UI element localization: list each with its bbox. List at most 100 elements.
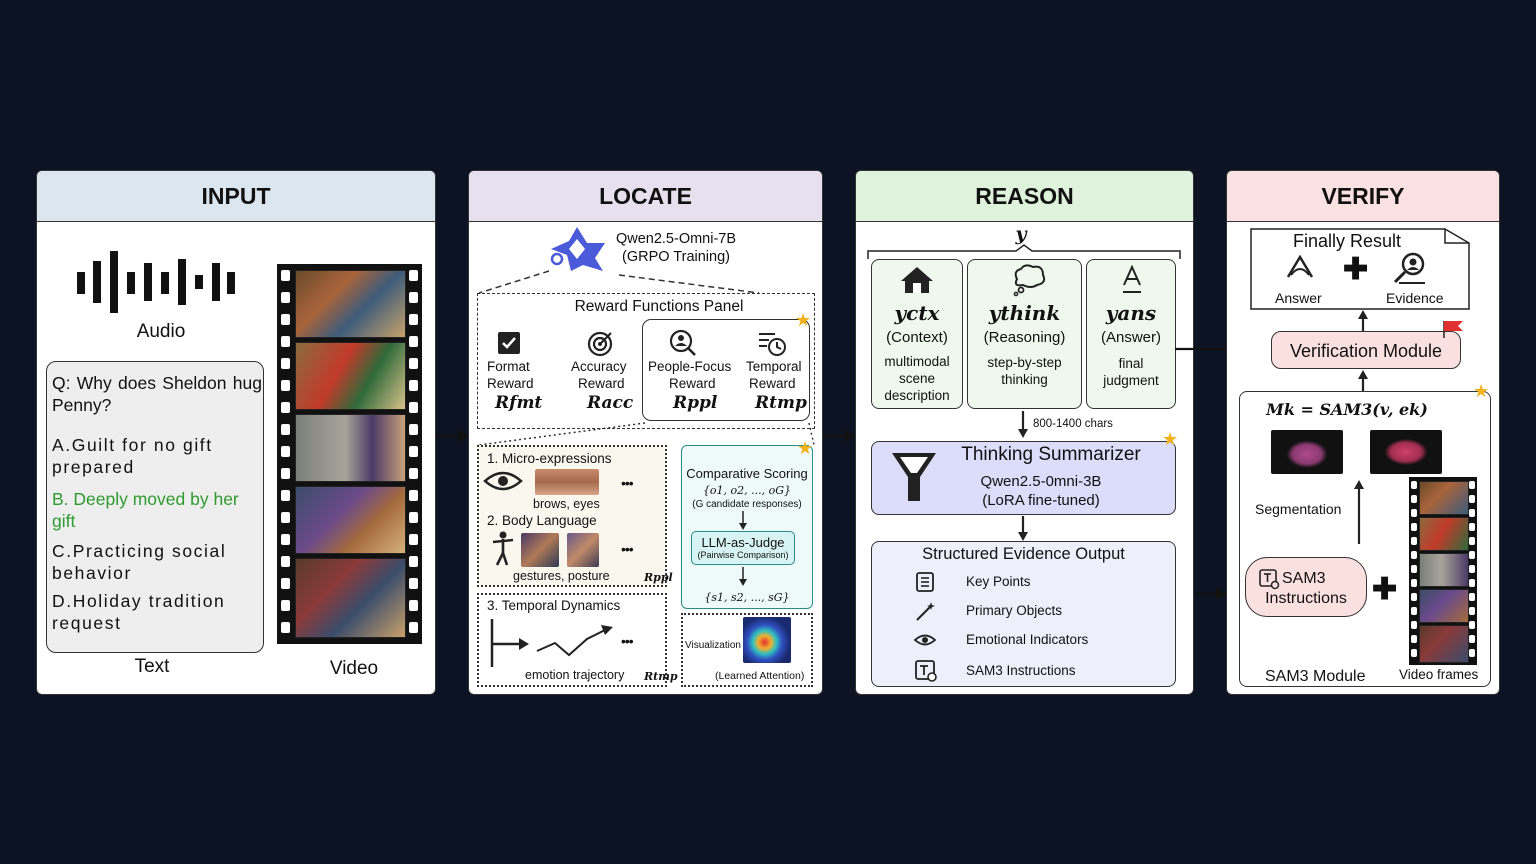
input-panel: INPUT Audio Q: Why does Sheldon hug Penn… <box>36 170 436 695</box>
zoom-lines <box>478 270 760 294</box>
verification-module: Verification Module <box>1271 331 1461 369</box>
plus-icon: ✚ <box>1343 253 1369 286</box>
segmentation-mask-image <box>1271 430 1343 474</box>
sam3-formula: Mk = SAM3(v, ek) <box>1266 400 1428 419</box>
output-brace <box>867 244 1181 259</box>
temporal-reward-symbol: Rtmp <box>755 393 807 413</box>
text-tool-icon <box>915 660 937 682</box>
summarizer-title: Thinking Summarizer <box>961 444 1141 465</box>
visualization-box <box>681 613 813 687</box>
model-name: Qwen2.5-Omni-7B <box>615 231 737 247</box>
video-frames-label: Video frames <box>1399 667 1479 682</box>
arrow-locate-to-reason <box>823 430 856 442</box>
ctx-name: (Context) <box>886 329 948 346</box>
video-frame <box>1419 481 1469 515</box>
accuracy-reward-symbol: Racc <box>587 393 634 413</box>
think-name: (Reasoning) <box>983 329 1066 346</box>
question-text: Q: Why does Sheldon hug Penny? <box>52 373 262 415</box>
think-desc-2: thinking <box>1001 372 1048 387</box>
emotion-trajectory-icon <box>490 619 613 667</box>
reasoning-box <box>967 259 1082 409</box>
video-frame <box>295 270 406 338</box>
temporal-dynamics-label: 3. Temporal Dynamics <box>487 598 621 613</box>
learned-attention-label: (Learned Attention) <box>715 670 805 682</box>
video-frame <box>1419 517 1469 551</box>
timer-list-icon <box>759 333 786 356</box>
star-icon: ★ <box>797 438 814 458</box>
eye-scan-icon <box>913 634 937 646</box>
ctx-desc-3: description <box>884 388 950 403</box>
y-symbol: y <box>1015 223 1027 245</box>
sam3-instructions-line-2: Instructions <box>1265 590 1347 607</box>
chars-note: 800-1400 chars <box>1033 418 1113 430</box>
input-title: INPUT <box>37 171 435 222</box>
house-icon <box>901 267 933 293</box>
option-b: B. Deeply moved by her gift <box>52 489 239 531</box>
thought-bubble-icon <box>1013 264 1046 297</box>
ellipsis: ••• <box>621 633 634 649</box>
seo-title: Structured Evidence Output <box>922 545 1125 563</box>
summarizer-ft: (LoRA fine-tuned) <box>982 492 1100 509</box>
reason-panel: REASON y yctx (Context) multimodal scene… <box>855 170 1194 695</box>
body-language-label: 2. Body Language <box>487 513 597 528</box>
evidence-search-icon <box>1393 252 1425 284</box>
magic-wand-icon <box>916 602 935 621</box>
answer-icon <box>1286 255 1314 278</box>
letter-a-icon <box>1123 265 1141 293</box>
sam3-instructions-box: SAM3 Instructions <box>1245 557 1367 617</box>
sam3-instructions-label: SAM3 Instructions <box>966 663 1076 678</box>
ans-symbol: yans <box>1105 301 1157 325</box>
verify-panel: VERIFY Finally Result Answer ✚ Evidence … <box>1226 170 1500 695</box>
final-result-label: Finally Result <box>1292 231 1402 251</box>
segmentation-mask-image <box>1370 430 1442 474</box>
eye-icon <box>483 471 523 491</box>
attention-heatmap-image <box>743 617 791 663</box>
answer-label: Answer <box>1275 290 1322 306</box>
llm-judge-label: LLM-as-Judge <box>701 535 785 550</box>
ans-name: (Answer) <box>1100 329 1161 346</box>
format-reward-label: Format <box>487 359 530 374</box>
comparative-scoring-box <box>681 445 813 609</box>
think-symbol: ythink <box>988 301 1061 325</box>
comparative-title: Comparative Scoring <box>686 466 808 481</box>
micro-caption: brows, eyes <box>533 497 600 511</box>
down-arrow-icon <box>739 511 747 530</box>
gesture-image <box>521 533 559 567</box>
candidate-set: {o1, o2, ..., oG} <box>702 484 792 497</box>
text-label: Text <box>134 656 170 677</box>
video-frame <box>295 414 406 482</box>
key-points-label: Key Points <box>966 574 1031 589</box>
target-icon <box>587 331 613 357</box>
star-icon: ★ <box>1473 381 1490 401</box>
reason-title: REASON <box>856 171 1193 222</box>
trajectory-caption: emotion trajectory <box>525 668 625 682</box>
star-icon: ★ <box>1162 429 1179 449</box>
ans-desc-1: final <box>1118 356 1144 371</box>
flag-icon <box>1443 321 1463 338</box>
sam3-instructions-line-1: SAM3 <box>1282 570 1326 587</box>
people-reward-label-2: Reward <box>669 376 716 391</box>
temporal-reward-label-2: Reward <box>749 376 796 391</box>
format-reward-label-2: Reward <box>487 376 534 391</box>
score-set: {s1, s2, ..., sG} <box>704 591 790 604</box>
reward-functions-panel <box>477 293 815 429</box>
people-reward-label: People-Focus <box>648 359 732 374</box>
video-frame <box>295 342 406 410</box>
locate-panel: LOCATE Qwen2.5-Omni-7B (GRPO Training) R… <box>468 170 823 695</box>
llm-judge-note: (Pairwise Comparison) <box>697 550 789 560</box>
ans-desc-2: judgment <box>1103 373 1159 388</box>
emotional-indicators-label: Emotional Indicators <box>966 632 1089 647</box>
people-reward-symbol: Rppl <box>673 393 718 413</box>
answer-box <box>1086 259 1176 409</box>
final-result-document <box>1250 228 1470 310</box>
funnel-icon <box>892 453 936 501</box>
plus-icon: ✚ <box>1372 573 1398 606</box>
ellipsis: ••• <box>621 541 634 557</box>
candidate-note: (G candidate responses) <box>692 499 802 510</box>
video-frame <box>1419 625 1469 663</box>
checkbox-icon <box>498 332 520 354</box>
verification-module-label: Verification Module <box>1289 341 1443 361</box>
people-temporal-box <box>642 319 810 421</box>
up-arrow-icon <box>1354 480 1364 544</box>
audio-label: Audio <box>136 321 186 342</box>
